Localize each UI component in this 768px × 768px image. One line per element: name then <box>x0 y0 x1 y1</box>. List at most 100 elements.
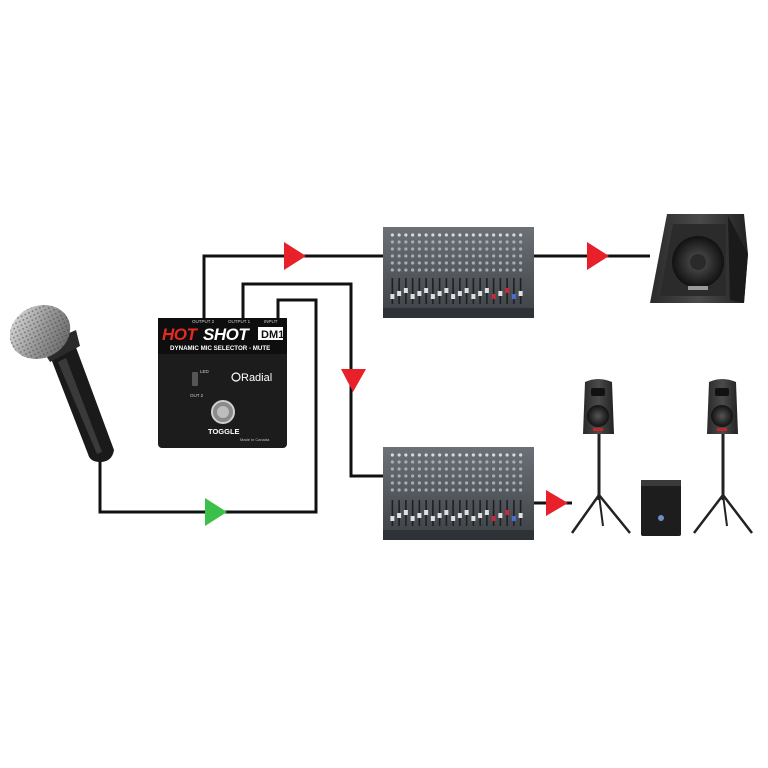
mixer-knob <box>444 254 448 258</box>
mixer-knob <box>390 247 394 251</box>
mixer-knob <box>485 233 489 237</box>
sub-indicator <box>658 515 664 521</box>
mixer-knob <box>492 233 496 237</box>
mixer-knob <box>471 233 475 237</box>
mixer-knob <box>444 240 448 244</box>
mixer-knob <box>492 268 496 272</box>
mixer-knob <box>424 467 428 471</box>
out2-label: OUT 2 <box>190 393 204 398</box>
mixer-knob <box>465 453 469 457</box>
mixer-knob <box>444 474 448 478</box>
mixer-knob <box>471 481 475 485</box>
mixer-knob <box>485 453 489 457</box>
pa-horn <box>591 388 605 396</box>
mixer-knob <box>492 481 496 485</box>
mixer-knob <box>431 467 435 471</box>
mixer-fader-track <box>391 278 394 304</box>
mixer-knob <box>404 481 408 485</box>
mixer-knob <box>444 261 448 265</box>
mixer-knob <box>505 467 509 471</box>
mixer-knob <box>438 467 442 471</box>
mixer-knob <box>438 233 442 237</box>
mixer-knob <box>498 453 502 457</box>
mixer-knob <box>390 474 394 478</box>
sub-top <box>641 480 681 486</box>
mixer-knob <box>397 261 401 265</box>
mixer-channel-strips <box>390 453 523 526</box>
mixer-fader-cap <box>417 513 422 518</box>
model-badge <box>258 327 283 340</box>
mixer-knob <box>404 467 408 471</box>
mixer-knob <box>424 261 428 265</box>
mixer-knob <box>444 467 448 471</box>
monitor-side <box>728 216 748 303</box>
floor-monitor-icon <box>650 214 748 303</box>
mixer-knob <box>485 254 489 258</box>
mixer-knob <box>438 460 442 464</box>
mixer-knob <box>485 261 489 265</box>
mixer-knob <box>390 467 394 471</box>
mixer-channel-strips <box>390 233 523 304</box>
pa-cone <box>711 405 733 427</box>
mixer-knob <box>505 474 509 478</box>
mixer-fader-cap <box>444 510 449 515</box>
radial-logo-mark <box>231 372 241 382</box>
mixer-knob <box>478 453 482 457</box>
mixer-knob <box>431 254 435 258</box>
mixer-knob <box>424 474 428 478</box>
mixer-fader-cap <box>505 288 510 293</box>
wire-output1-to-top-mixer <box>202 254 383 320</box>
mixer-knob <box>397 247 401 251</box>
mixer-knob <box>505 261 509 265</box>
mixer-knob <box>397 481 401 485</box>
device-subtitle: DYNAMIC MIC SELECTOR - MUTE <box>170 345 270 352</box>
mixer-knob <box>411 268 415 272</box>
mixer-knob <box>505 247 509 251</box>
mixer-knob <box>417 240 421 244</box>
mixer-knob <box>478 233 482 237</box>
pa-logo <box>717 428 727 431</box>
mixer-knob <box>404 261 408 265</box>
mixer-knob <box>465 474 469 478</box>
mixer-knob <box>465 254 469 258</box>
mixer-knob <box>458 467 462 471</box>
mixer-knob <box>431 474 435 478</box>
mixer-knob <box>404 247 408 251</box>
mixer-knob <box>519 247 523 251</box>
mixer-knob <box>417 474 421 478</box>
mixer-knob <box>438 268 442 272</box>
mixer-knob <box>458 481 462 485</box>
mixer-knob <box>444 481 448 485</box>
mixer-knob <box>465 240 469 244</box>
mixer-knob <box>505 233 509 237</box>
mixer-knob <box>444 268 448 272</box>
mixer-knob <box>417 247 421 251</box>
mixer-fader-cap <box>491 294 496 299</box>
mixer-knob <box>512 453 516 457</box>
wire-mic-to-input <box>98 298 318 514</box>
mixer-knob <box>411 240 415 244</box>
mixer-knob <box>498 268 502 272</box>
mixer-knob <box>512 467 516 471</box>
arrow-down-output2 <box>341 369 366 392</box>
mixer-knob <box>492 453 496 457</box>
mixer-knob <box>492 474 496 478</box>
mixer-knob <box>471 488 475 492</box>
mixer-fader-track <box>432 278 434 304</box>
mixer-fader-cap <box>410 516 415 521</box>
pa-leg-right <box>598 494 631 534</box>
mixer-fader-cap <box>424 288 429 293</box>
mixer-knob <box>498 233 502 237</box>
mixer-fader-cap <box>484 288 489 293</box>
mixer-knob <box>458 233 462 237</box>
mixer-knob <box>478 240 482 244</box>
mixer-knob <box>505 453 509 457</box>
mixer-knob <box>451 474 455 478</box>
mixer-fader-track <box>411 500 414 526</box>
mixer-knob <box>390 488 394 492</box>
mixer-knob <box>451 247 455 251</box>
mixer-knob <box>451 467 455 471</box>
mixer-knob <box>471 453 475 457</box>
mixer-knob <box>404 268 408 272</box>
